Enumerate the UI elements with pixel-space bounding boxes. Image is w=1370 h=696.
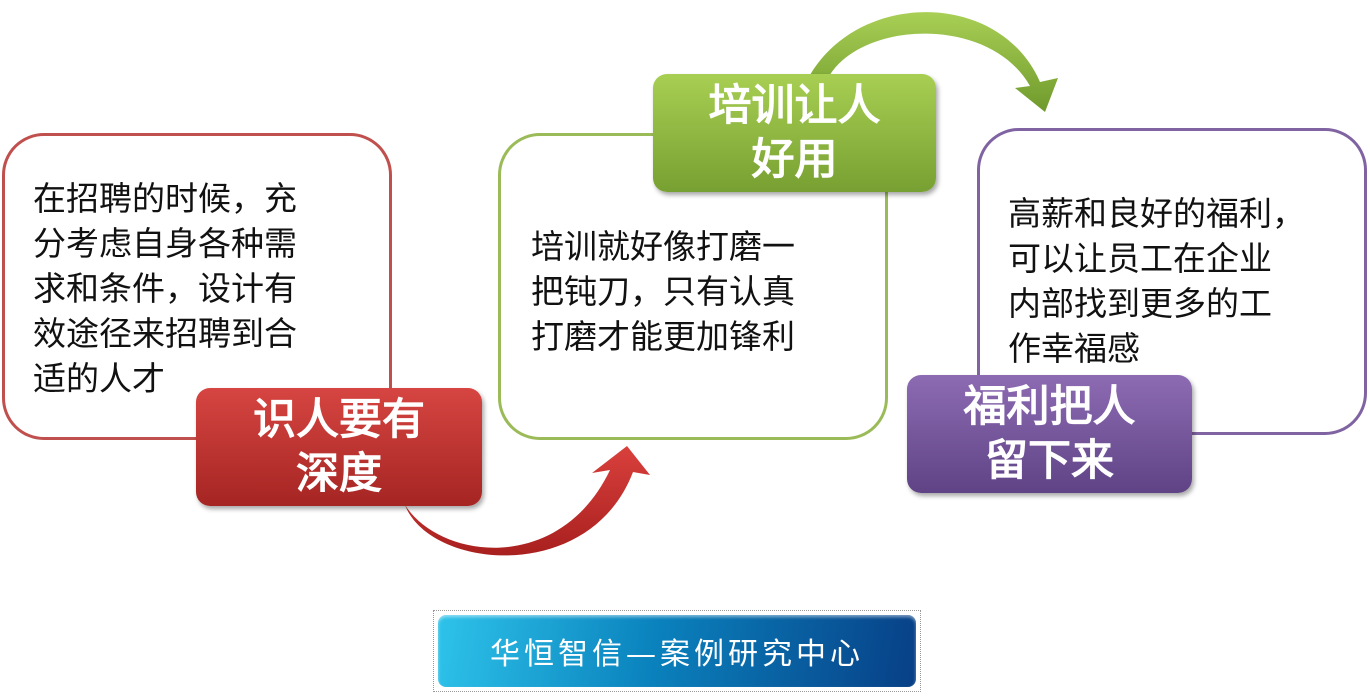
text-line: 打磨才能更加锋利 <box>531 317 795 356</box>
step-box-recruit: 在招聘的时候，充 分考虑自身各种需 求和条件，设计有 效途径来招聘到合 适的人才 <box>2 133 392 440</box>
text-line: 在招聘的时候，充 <box>33 179 297 218</box>
footer-title: 华恒智信—案例研究中心 <box>438 615 916 687</box>
label-line: 留下来 <box>985 436 1114 486</box>
text-line: 高薪和良好的福利， <box>1008 194 1305 233</box>
text-line: 可以让员工在企业 <box>1008 239 1272 278</box>
text-line: 分考虑自身各种需 <box>33 224 297 263</box>
text-line: 作幸福感 <box>1008 329 1140 368</box>
text-line: 培训就好像打磨一 <box>531 227 795 266</box>
text-line: 求和条件，设计有 <box>33 269 297 308</box>
text-line: 效途径来招聘到合 <box>33 314 297 353</box>
step-description: 高薪和良好的福利， 可以让员工在企业 内部找到更多的工 作幸福感 <box>1008 191 1305 371</box>
red-curved-arrow <box>405 446 650 556</box>
green-curved-arrow <box>810 12 1058 113</box>
label-line: 识人要有 <box>253 395 425 445</box>
label-line: 好用 <box>751 135 838 185</box>
footer-banner: 华恒智信—案例研究中心 <box>433 610 921 692</box>
step-description: 在招聘的时候，充 分考虑自身各种需 求和条件，设计有 效途径来招聘到合 适的人才 <box>33 176 297 401</box>
step-label-training: 培训让人好用 <box>653 74 936 192</box>
step-label-benefits: 福利把人留下来 <box>907 375 1192 493</box>
label-line: 深度 <box>296 449 382 499</box>
label-line: 福利把人 <box>963 382 1136 432</box>
step-label-recruit: 识人要有深度 <box>196 388 482 506</box>
text-line: 适的人才 <box>33 359 165 398</box>
text-line: 内部找到更多的工 <box>1008 284 1272 323</box>
text-line: 把钝刀，只有认真 <box>531 272 795 311</box>
step-description: 培训就好像打磨一 把钝刀，只有认真 打磨才能更加锋利 <box>531 224 795 359</box>
label-line: 培训让人 <box>708 81 881 131</box>
